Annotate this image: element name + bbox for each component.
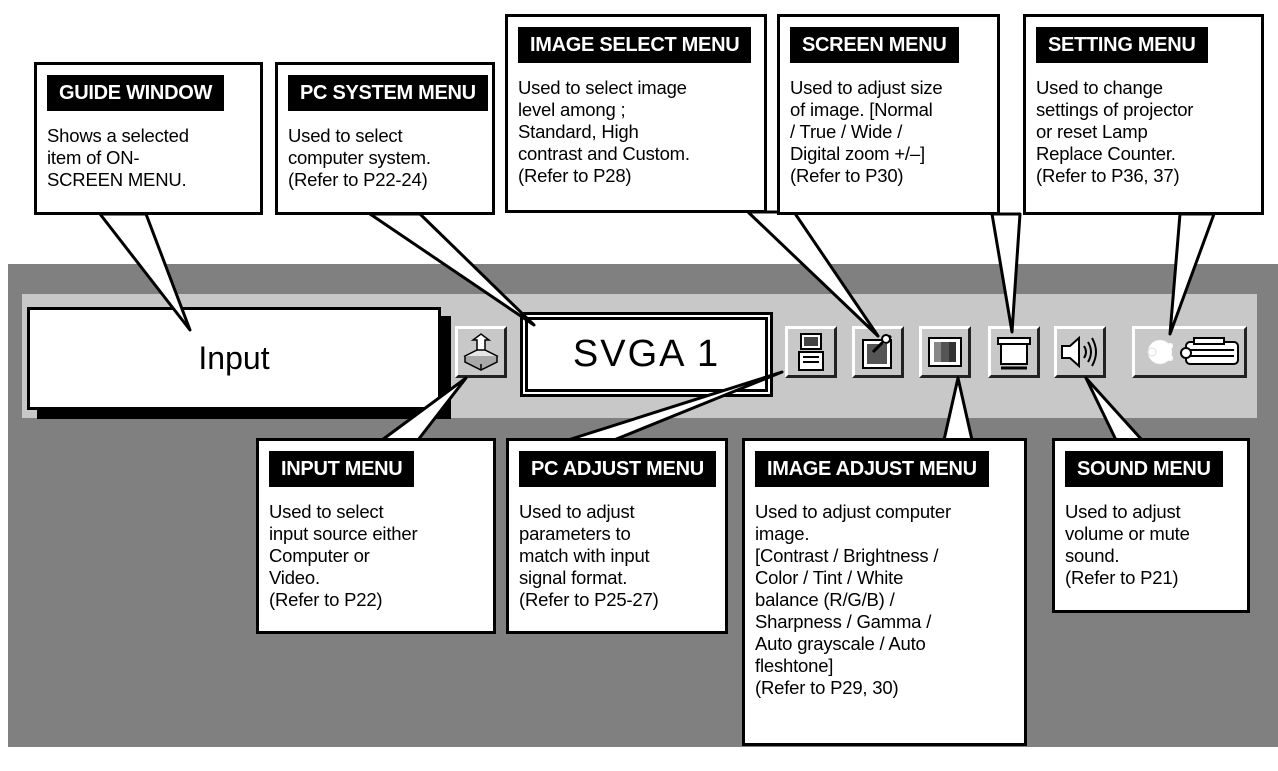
setting-menu-title: SETTING MENU	[1036, 27, 1208, 63]
sound-menu-icon[interactable]	[1054, 326, 1106, 378]
image-adjust-menu-callout: IMAGE ADJUST MENU Used to adjust compute…	[742, 438, 1027, 746]
image-adjust-menu-description: Used to adjust computer image. [Contrast…	[755, 501, 951, 698]
screen-menu-icon[interactable]	[988, 326, 1040, 378]
guide-window-title: GUIDE WINDOW	[47, 75, 225, 111]
image-adjust-pointer	[942, 376, 974, 442]
sound-menu-title: SOUND MENU	[1065, 451, 1223, 487]
pc-system-text: SVGA 1	[572, 333, 721, 375]
pc-adjust-menu-icon[interactable]	[785, 326, 837, 378]
pc-adjust-menu-description: Used to adjust parameters to match with …	[519, 501, 659, 610]
guide-window-pointer	[98, 212, 192, 332]
input-menu-callout: INPUT MENU Used to select input source e…	[256, 438, 496, 634]
guide-window-callout: GUIDE WINDOW Shows a selected item of ON…	[34, 62, 263, 215]
setting-menu-callout: SETTING MENU Used to change settings of …	[1023, 14, 1264, 215]
screen-pointer	[990, 212, 1022, 334]
image-adjust-menu-icon[interactable]	[919, 326, 971, 378]
pc-system-menu-description: Used to select computer system. (Refer t…	[288, 125, 431, 190]
guide-window-description: Shows a selected item of ON- SCREEN MENU…	[47, 125, 189, 190]
guide-window-text: Input	[198, 340, 270, 376]
image-adjust-menu-title: IMAGE ADJUST MENU	[755, 451, 989, 487]
input-menu-title: INPUT MENU	[269, 451, 415, 487]
image-select-menu-description: Used to select image level among ; Stand…	[518, 77, 690, 186]
sound-pointer	[1084, 376, 1144, 442]
guide-window-display: Input	[27, 307, 441, 410]
setting-menu-icon[interactable]	[1132, 326, 1247, 378]
image-select-menu-callout: IMAGE SELECT MENU Used to select image l…	[505, 14, 767, 213]
pc-system-display[interactable]: SVGA 1	[525, 317, 768, 392]
image-select-pointer	[746, 210, 880, 338]
sound-menu-description: Used to adjust volume or mute sound. (Re…	[1065, 501, 1190, 588]
input-menu-icon[interactable]	[455, 326, 507, 378]
image-select-menu-title: IMAGE SELECT MENU	[518, 27, 752, 63]
setting-menu-description: Used to change settings of projector or …	[1036, 77, 1194, 186]
pc-system-menu-callout: PC SYSTEM MENU Used to select computer s…	[275, 62, 495, 215]
input-menu-pointer	[380, 376, 468, 442]
sound-menu-callout: SOUND MENU Used to adjust volume or mute…	[1052, 438, 1250, 613]
pc-adjust-pointer	[566, 370, 784, 442]
screen-menu-callout: SCREEN MENU Used to adjust size of image…	[777, 14, 1000, 215]
pc-adjust-menu-title: PC ADJUST MENU	[519, 451, 716, 487]
image-select-menu-icon[interactable]	[852, 326, 904, 378]
setting-pointer	[1168, 212, 1216, 336]
input-menu-description: Used to select input source either Compu…	[269, 501, 418, 610]
screen-menu-title: SCREEN MENU	[790, 27, 959, 63]
pc-system-menu-title: PC SYSTEM MENU	[288, 75, 488, 111]
pc-adjust-menu-callout: PC ADJUST MENU Used to adjust parameters…	[506, 438, 728, 634]
pc-system-pointer	[368, 212, 536, 327]
screen-menu-description: Used to adjust size of image. [Normal / …	[790, 77, 943, 186]
